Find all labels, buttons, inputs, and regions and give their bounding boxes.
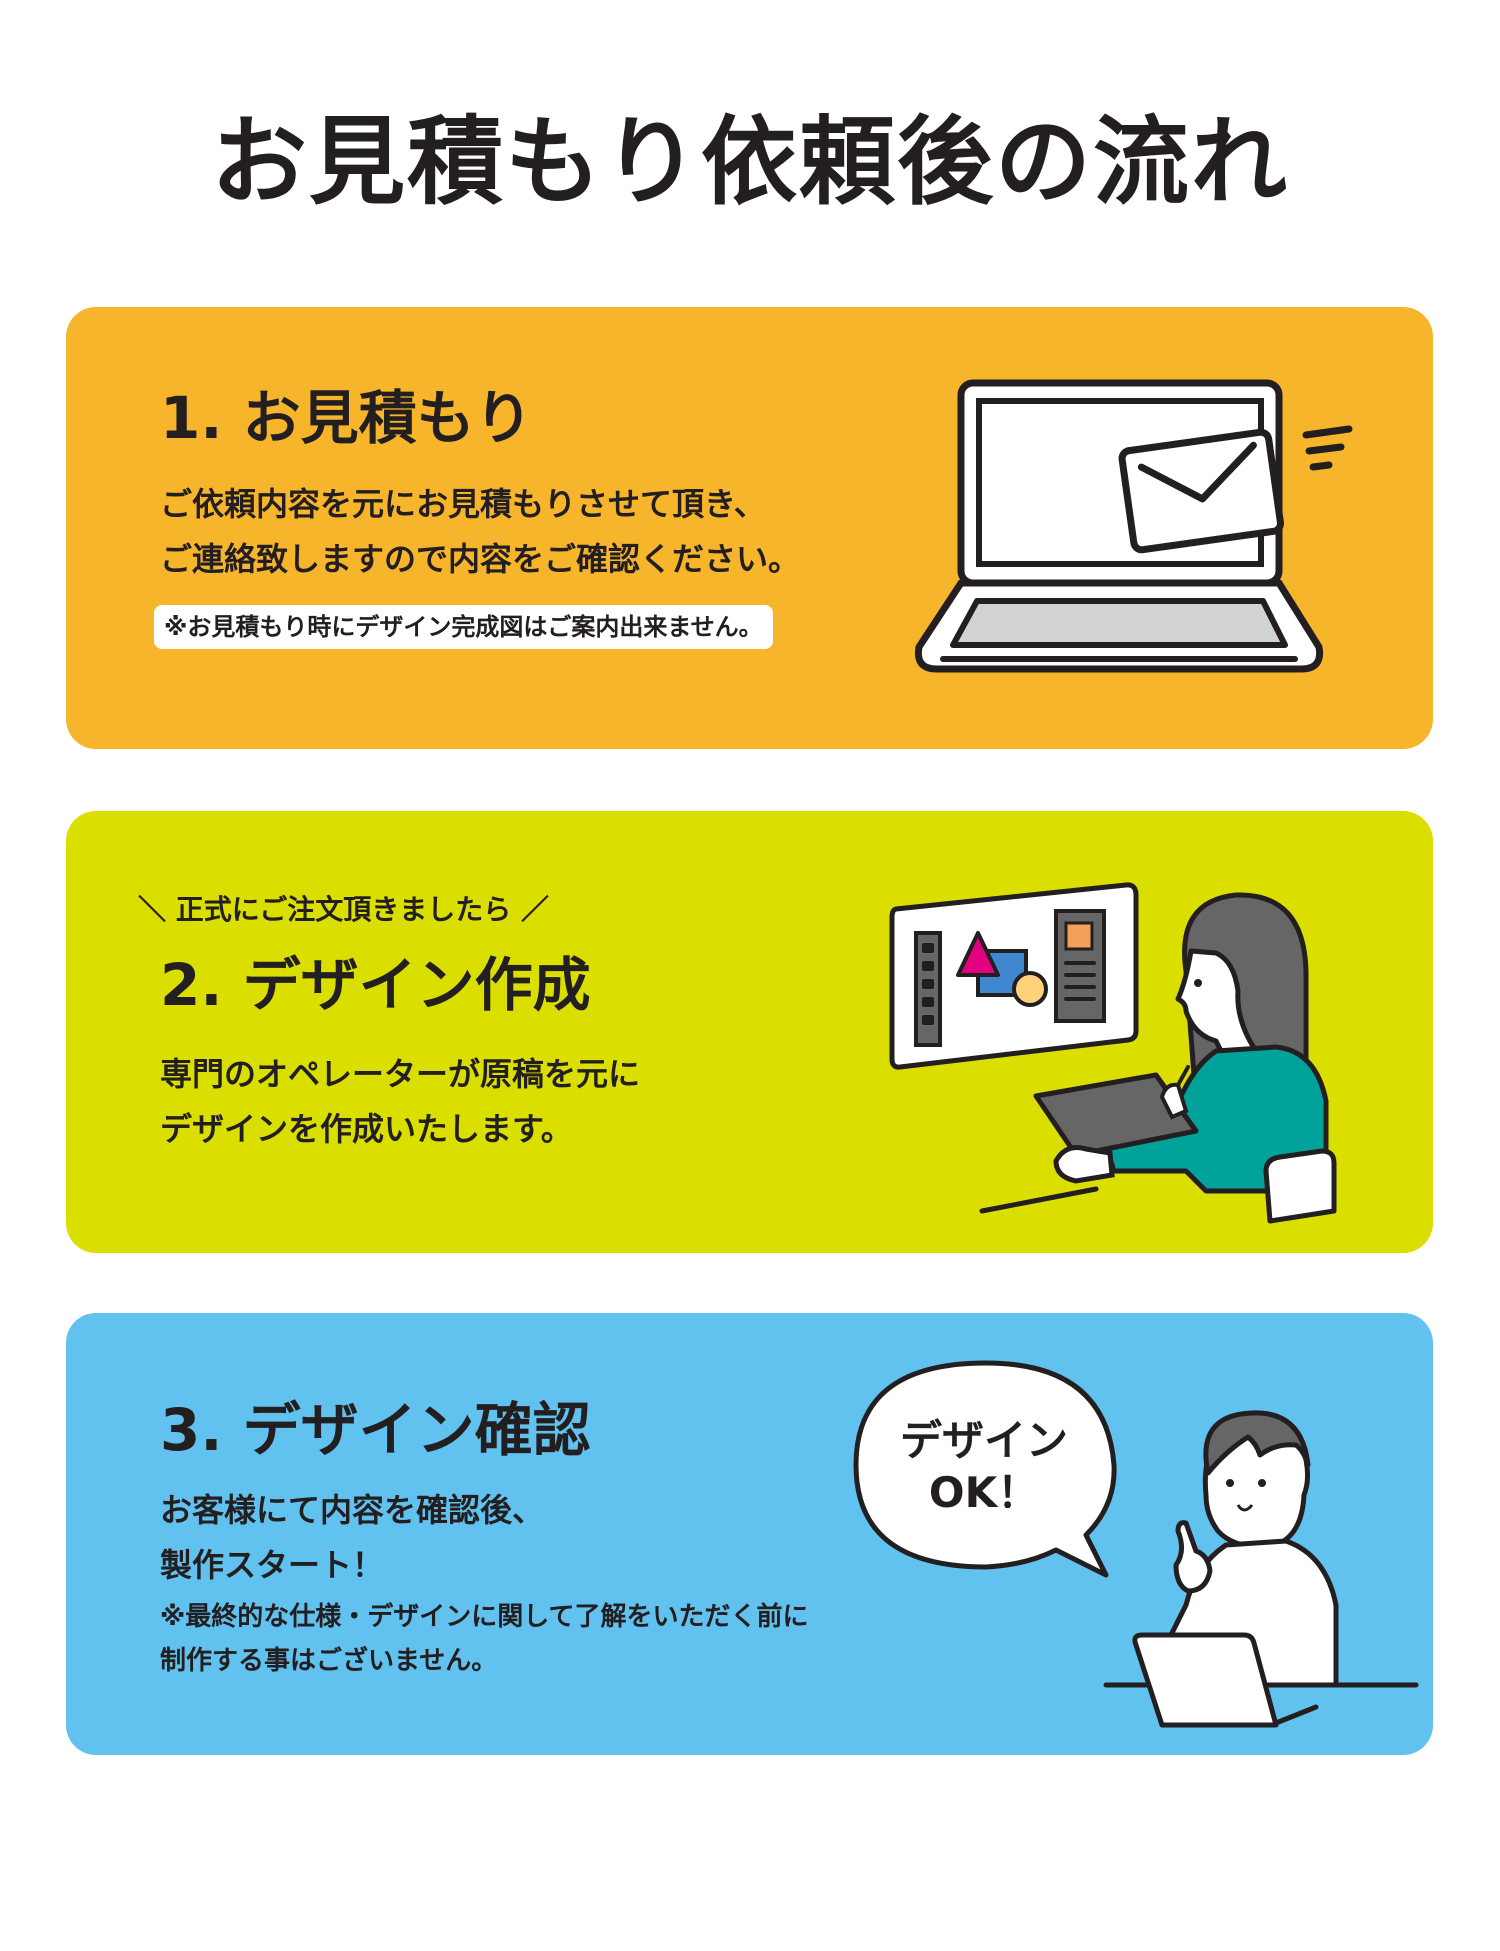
step-2-body-line: 専門のオペレーターが原稿を元に (160, 1055, 641, 1093)
step-2-body: 専門のオペレーターが原稿を元に デザインを作成いたします。 (160, 1047, 640, 1157)
speech-bubble (853, 1360, 1117, 1578)
step-3-card: 3. デザイン確認 お客様にて内容を確認後、 製作スタート！ ※最終的な仕様・デ… (66, 1313, 1433, 1755)
step-1-heading: 1. お見積もり (160, 384, 533, 452)
step-2-lead: ＼ 正式にご注文頂きましたら ／ (138, 893, 549, 926)
step-1-card: 1. お見積もり ご依頼内容を元にお見積もりさせて頂き、 ご連絡致しますので内容… (66, 307, 1433, 749)
step-2-card: ＼ 正式にご注文頂きましたら ／ 2. デザイン作成 専門のオペレーターが原稿を… (66, 811, 1433, 1253)
step-1-body-line: ご依頼内容を元にお見積もりさせて頂き、 (160, 485, 766, 523)
step-3-note-line: ※最終的な仕様・デザインに関して了解をいただく前に (160, 1602, 809, 1632)
step-1-body-line: ご連絡致しますので内容をご確認ください。 (160, 540, 801, 578)
speech-bubble-line-2: OK！ (929, 1468, 1039, 1517)
speech-bubble-line-1: デザイン (900, 1416, 1068, 1465)
step-3-body-line: 製作スタート！ (160, 1546, 385, 1584)
step-3-body: お客様にて内容を確認後、 製作スタート！ (160, 1483, 544, 1593)
step-3-note: ※最終的な仕様・デザインに関して了解をいただく前に 制作する事はございません。 (160, 1595, 809, 1683)
step-2-heading: 2. デザイン作成 (160, 951, 591, 1019)
step-1-note: ※お見積もり時にデザイン完成図はご案内出来ません。 (154, 605, 773, 649)
step-3-heading: 3. デザイン確認 (160, 1396, 591, 1464)
step-1-body: ご依頼内容を元にお見積もりさせて頂き、 ご連絡致しますので内容をご確認ください。 (160, 477, 800, 587)
person-approving-icon: デザイン OK！ (853, 1360, 1419, 1728)
step-3-note-line: 制作する事はございません。 (160, 1646, 498, 1676)
laptop-with-mail-icon (914, 379, 1353, 673)
step-3-body-line: お客様にて内容を確認後、 (160, 1491, 545, 1529)
page-title: お見積もり依頼後の流れ (211, 106, 1289, 218)
designer-at-monitor-icon (889, 882, 1337, 1224)
step-2-body-line: デザインを作成いたします。 (160, 1110, 573, 1148)
